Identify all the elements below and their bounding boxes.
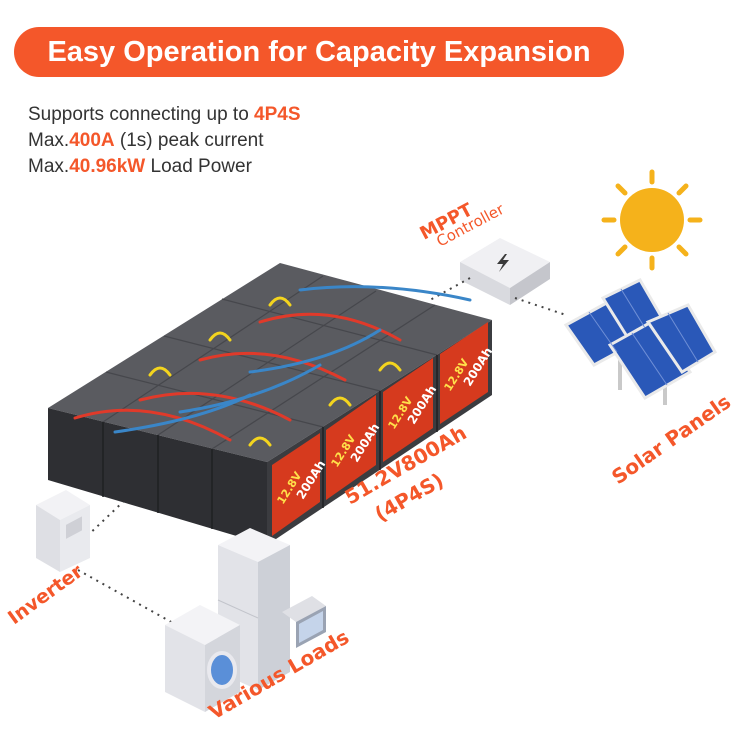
mppt-controller-icon — [460, 238, 550, 305]
sun-icon — [601, 169, 703, 271]
banner-title: Easy Operation for Capacity Expansion — [47, 36, 591, 68]
solar-panels-icon — [563, 278, 718, 405]
spec-line-current: Max.400A (1s) peak current — [28, 130, 264, 151]
solar-panels-label: Solar Panels — [607, 389, 735, 489]
spec-line-power: Max.40.96kW Load Power — [28, 156, 252, 177]
inverter-label: Inverter — [4, 560, 87, 629]
inverter-icon — [36, 490, 90, 572]
battery-label-1: 12.8V 200Ah — [272, 433, 328, 536]
battery-bank — [48, 263, 492, 545]
title-banner: Easy Operation for Capacity Expansion — [14, 27, 624, 77]
spec-list: Supports connecting up to 4P4S Max.400A … — [28, 102, 301, 180]
various-loads-icon — [165, 528, 326, 712]
spec-line-config: Supports connecting up to 4P4S — [28, 104, 301, 125]
